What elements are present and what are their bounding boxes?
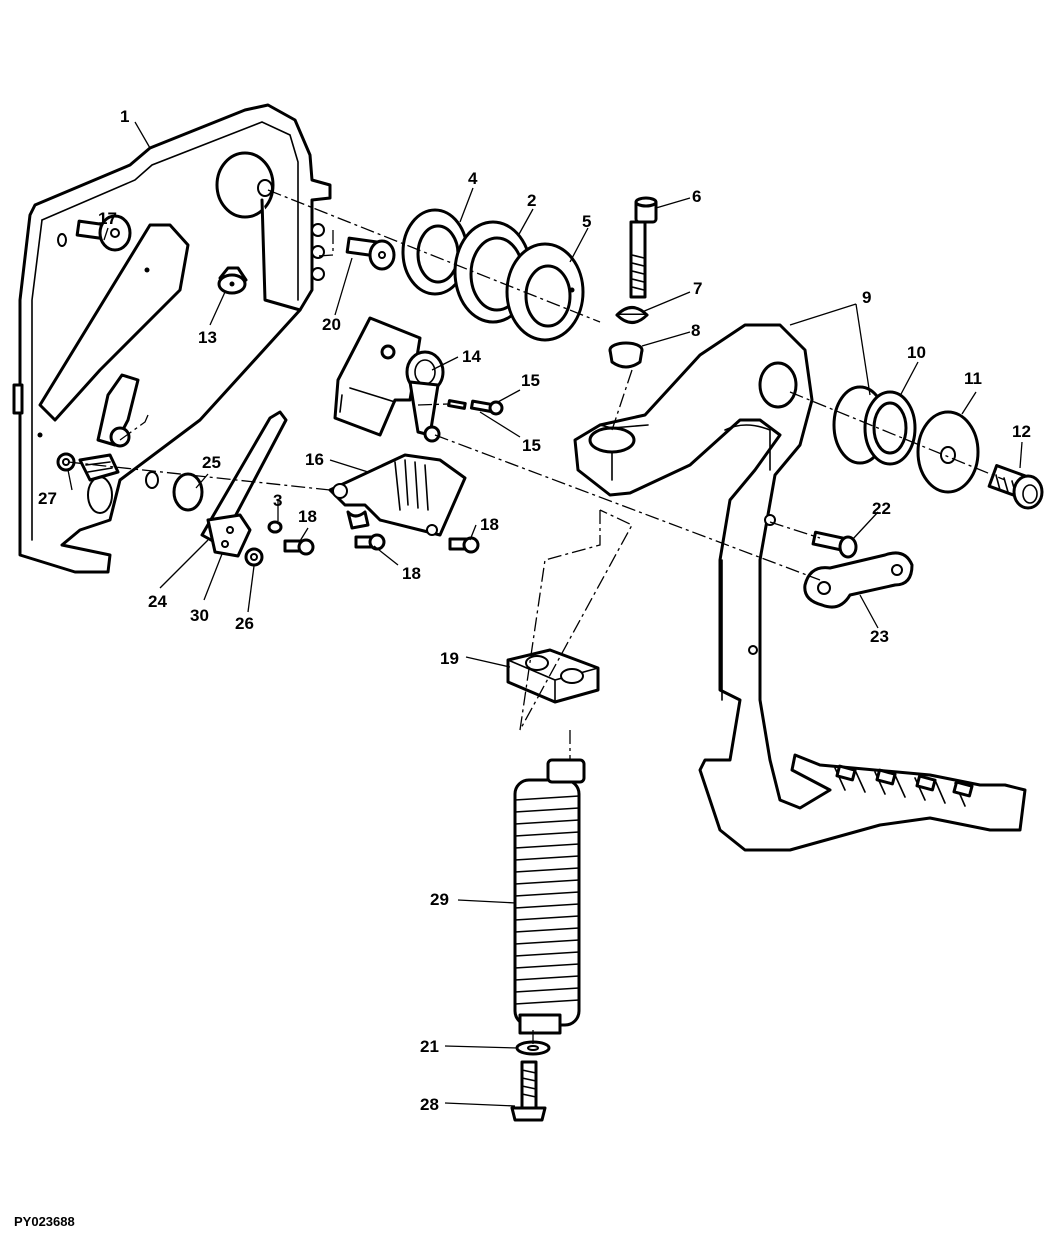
pivot-bracket [78, 373, 140, 482]
callout-15a: 15 [521, 371, 540, 390]
figure-id: PY023688 [14, 1214, 75, 1229]
part-18-screw-b [354, 533, 386, 551]
callout-6: 6 [692, 187, 701, 206]
callout-2: 2 [527, 191, 536, 210]
part-5-bushing-plate [505, 242, 585, 342]
part-6-bolt [629, 196, 658, 299]
callout-10: 10 [907, 343, 926, 362]
part-14-sensor [333, 316, 445, 443]
part-10-flanged-bushing [832, 385, 917, 466]
callout-7: 7 [693, 279, 702, 298]
callout-24: 24 [148, 592, 167, 611]
part-15-screw-a [469, 399, 504, 416]
part-29-spring [513, 758, 586, 1035]
part-18-screw-a [283, 538, 315, 556]
part-19-block [506, 648, 600, 704]
callout-30: 30 [190, 606, 209, 625]
part-22-shoulder-bolt [811, 530, 858, 559]
part-30-clip [206, 513, 252, 558]
callout-14: 14 [462, 347, 481, 366]
callout-28: 28 [420, 1095, 439, 1114]
callout-3: 3 [273, 491, 282, 510]
part-11-washer [916, 410, 980, 494]
part-1-mounting-plate [12, 103, 332, 574]
callout-5: 5 [582, 212, 591, 231]
callout-labels: 1 2 3 4 5 6 7 8 9 10 11 12 13 14 15 15 1… [38, 107, 1031, 1114]
callout-4: 4 [468, 169, 478, 188]
leader-lines [67, 121, 1023, 1107]
part-20-stud [345, 236, 396, 271]
assembly-axes [67, 189, 1006, 1045]
part-25-ring [172, 472, 204, 512]
callout-21: 21 [420, 1037, 439, 1056]
pedal-pad-treads [834, 764, 974, 807]
part-15-screw-b [447, 399, 467, 410]
callout-26: 26 [235, 614, 254, 633]
callout-8: 8 [691, 321, 700, 340]
callout-25: 25 [202, 453, 221, 472]
part-9-pedal-arm [573, 323, 1027, 852]
callout-9: 9 [862, 288, 871, 307]
callout-11: 11 [964, 369, 982, 388]
callout-22: 22 [872, 499, 891, 518]
callout-20: 20 [322, 315, 341, 334]
callout-15b: 15 [522, 436, 541, 455]
callout-19: 19 [440, 649, 459, 668]
part-16-actuator-plate [328, 453, 467, 537]
part-18-screw-c [448, 536, 480, 554]
part-28-bolt [510, 1060, 547, 1122]
callout-18a: 18 [298, 507, 317, 526]
part-4-washer [401, 208, 469, 296]
part-26-screw [244, 547, 264, 567]
part-23-link [803, 551, 914, 609]
callout-18c: 18 [480, 515, 499, 534]
callout-12: 12 [1012, 422, 1031, 441]
callout-23: 23 [870, 627, 889, 646]
callout-1: 1 [120, 107, 129, 126]
part-3-washer [267, 520, 283, 534]
part-8-bushing [608, 341, 644, 369]
callout-17: 17 [98, 209, 117, 228]
part-13-bumper [217, 266, 248, 295]
part-7-spacer [615, 306, 649, 324]
callout-27: 27 [38, 489, 57, 508]
callout-18b: 18 [402, 564, 421, 583]
callout-13: 13 [198, 328, 217, 347]
part-12-pivot-bolt [987, 464, 1044, 510]
callout-16: 16 [305, 450, 324, 469]
part-17-stud [75, 214, 132, 252]
callout-29: 29 [430, 890, 449, 909]
